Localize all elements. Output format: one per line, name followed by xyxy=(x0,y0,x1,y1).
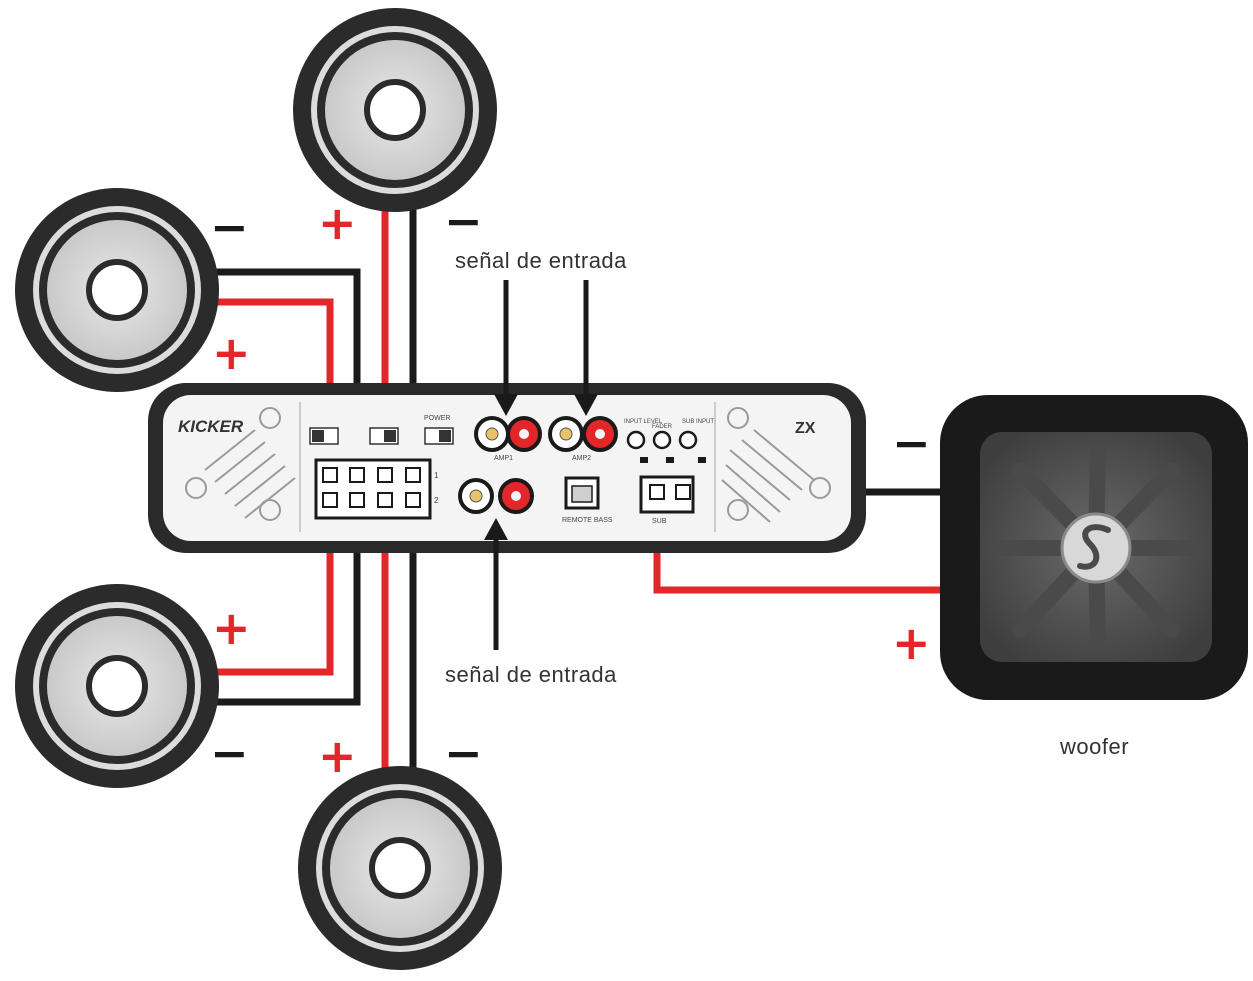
speaker-upper-left xyxy=(15,188,219,392)
minus-sign-lower-left: − xyxy=(210,726,249,780)
input-signal-label-bottom: señal de entrada xyxy=(445,662,617,687)
amp1-label: AMP1 xyxy=(494,455,513,462)
terminal-row-1-label: 1 xyxy=(434,471,439,480)
amp-brand-logo: KICKER xyxy=(178,417,244,436)
sub-input-label: SUB INPUT xyxy=(682,419,714,425)
terminal-row-2-label: 2 xyxy=(434,496,439,505)
plus-sign-woofer: + xyxy=(892,616,931,670)
wire-lower-left-positive xyxy=(210,500,334,676)
plus-sign-top: + xyxy=(318,196,357,250)
amp-model-label: ZX xyxy=(795,420,816,437)
fader-label: FADER xyxy=(652,424,673,430)
plus-sign-upper-left: + xyxy=(212,326,251,380)
wire-lower-left-negative xyxy=(210,500,361,706)
speaker-lower-left xyxy=(15,584,219,788)
minus-sign-top: − xyxy=(444,194,483,248)
minus-sign-bottom: − xyxy=(444,726,483,780)
rca-jacks xyxy=(458,416,618,514)
remote-bass-label: REMOTE BASS xyxy=(562,517,613,524)
input-level-label: INPUT LEVEL xyxy=(624,419,663,425)
minus-sign-upper-left: − xyxy=(210,200,249,254)
woofer xyxy=(940,395,1248,700)
woofer-label: woofer xyxy=(1060,734,1130,759)
input-signal-label-top: señal de entrada xyxy=(455,248,627,273)
speaker-top xyxy=(293,8,497,212)
amplifier: KICKER ZX POWER 1 2 xyxy=(148,383,866,553)
amp-power-label: POWER xyxy=(424,415,450,422)
plus-sign-bottom: + xyxy=(318,729,357,783)
amp2-label: AMP2 xyxy=(572,455,591,462)
sub-terminal-label: SUB xyxy=(652,518,667,525)
signal-arrows xyxy=(484,280,598,650)
minus-sign-woofer: − xyxy=(892,416,931,470)
plus-sign-lower-left: + xyxy=(212,601,251,655)
speaker-bottom xyxy=(298,766,502,970)
